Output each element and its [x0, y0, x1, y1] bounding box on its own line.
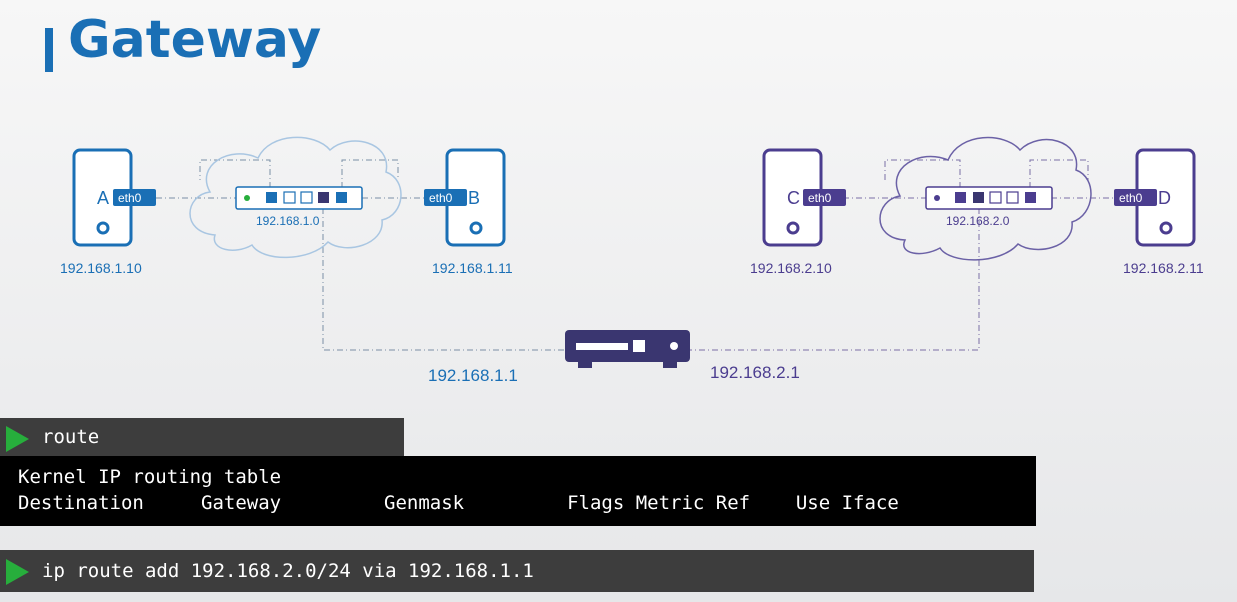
host-b-eth0-badge: eth0 — [424, 189, 467, 206]
network2-links — [690, 159, 1114, 351]
host-c[interactable]: C — [762, 148, 823, 247]
network1-address: 192.168.1.0 — [256, 214, 320, 228]
terminal-command-ip-route: ip route add 192.168.2.0/24 via 192.168.… — [0, 550, 1034, 592]
network-diagram: 192.168.1.0 A eth0 192.168.1.10 B eth0 1… — [60, 136, 1204, 385]
host-a-label: A — [97, 188, 109, 208]
router-icon[interactable] — [565, 330, 690, 368]
page-title: Gateway — [68, 10, 322, 70]
host-d-eth0-badge: eth0 — [1114, 189, 1157, 206]
host-b-ip: 192.168.1.11 — [432, 260, 513, 276]
host-c-iface: eth0 — [808, 191, 832, 205]
host-c-label: C — [787, 188, 800, 208]
host-c-ip: 192.168.2.10 — [750, 260, 832, 276]
router-ip-left: 192.168.1.1 — [428, 366, 518, 385]
network2-switch — [925, 186, 1053, 210]
terminal-output: Kernel IP routing table Destination Gate… — [0, 456, 1036, 526]
output-line: Destination Gateway Genmask Flags Metric… — [18, 492, 899, 514]
host-d-iface: eth0 — [1119, 191, 1143, 205]
title-accent-bar — [45, 28, 53, 72]
play-icon — [6, 426, 29, 452]
network1-switch — [235, 186, 363, 210]
host-a-iface: eth0 — [118, 191, 142, 205]
network2-cloud — [879, 136, 1092, 261]
play-icon — [6, 559, 29, 585]
host-b-iface: eth0 — [429, 191, 453, 205]
host-d-ip: 192.168.2.11 — [1123, 260, 1204, 276]
router-ip-right: 192.168.2.1 — [710, 363, 800, 382]
network1-cloud — [189, 136, 402, 259]
host-d[interactable]: D — [1135, 148, 1196, 247]
command-text: route — [42, 426, 100, 448]
network2-address: 192.168.2.0 — [946, 214, 1010, 228]
host-a-ip: 192.168.1.10 — [60, 260, 142, 276]
terminal-command-route: route — [0, 418, 404, 456]
output-line: Kernel IP routing table — [18, 466, 282, 488]
host-c-eth0-badge: eth0 — [803, 189, 846, 206]
command-text: ip route add 192.168.2.0/24 via 192.168.… — [42, 560, 534, 582]
host-d-label: D — [1158, 188, 1171, 208]
host-b-label: B — [468, 188, 480, 208]
host-a-eth0-badge: eth0 — [113, 189, 156, 206]
